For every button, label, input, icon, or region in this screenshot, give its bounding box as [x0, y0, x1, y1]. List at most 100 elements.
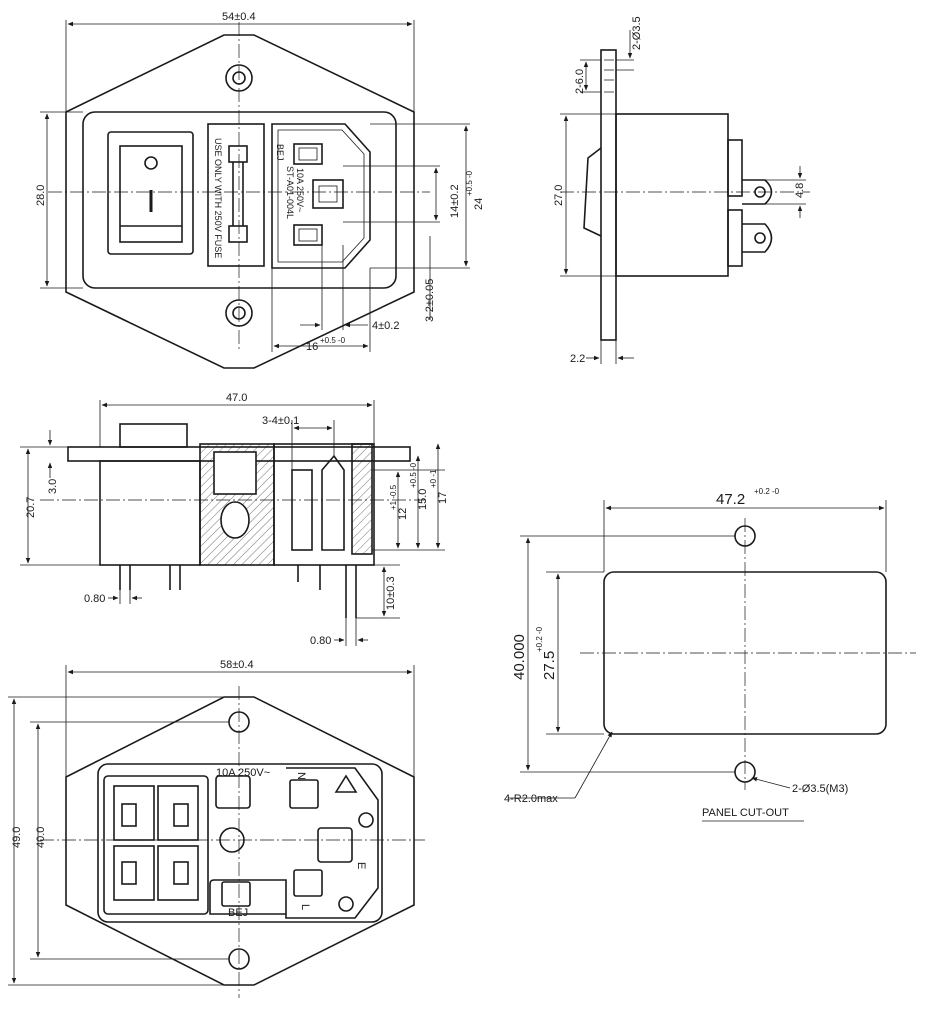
back-flange-outline	[65, 696, 415, 986]
earth-icon	[358, 812, 374, 828]
dim-side-flange-label: 2.2	[570, 353, 585, 365]
inlet-pin-earth	[312, 179, 344, 209]
back-switch-q2	[157, 785, 199, 841]
dim-section-thick-right-label: 0.80	[310, 635, 331, 647]
dim-section-h15-label: 15.0	[417, 489, 429, 510]
dim-pin-gap-label: 3-2±0.05	[424, 279, 436, 322]
side-flange	[600, 49, 617, 341]
side-view: 27.0 2-6.0 2-Ø3.5 4.8 2.2	[553, 16, 810, 365]
back-switch-block	[103, 775, 209, 915]
dim-cutout-hole-pitch-label: 40.000	[511, 634, 528, 680]
back-view: 10A 250V~ N E L BEJ 58±0.4 49.0 40.0	[8, 659, 425, 998]
fuse-cap-top	[228, 145, 248, 163]
dim-section-h12-label: 12	[397, 508, 409, 520]
dim-side-tab-label: 4.8	[794, 183, 806, 198]
dim-pin-width-label: 4±0.2	[372, 320, 399, 332]
back-cert-mark	[334, 774, 358, 793]
back-switch-t3	[121, 861, 137, 885]
inlet-part: ST-A01-004L	[285, 166, 295, 219]
side-hole-top	[604, 59, 614, 93]
dim-back-width-label: 58±0.4	[220, 659, 254, 671]
side-tab-bottom-hole	[754, 232, 766, 244]
leader-cutout-radius	[574, 731, 613, 799]
fuse-cap-bottom	[228, 225, 248, 243]
dim-cutout-radius-label: 4-R2.0max	[504, 793, 558, 805]
inlet-pin-bottom	[293, 224, 323, 246]
cutout-title: PANEL CUT-OUT	[702, 807, 789, 819]
front-flange-outline	[65, 34, 415, 369]
inlet-brand: BEJ	[275, 144, 285, 161]
back-switch-t1	[121, 803, 137, 827]
dim-inlet-width-label: 16	[306, 341, 318, 353]
dim-inlet-height-tol: +0.5 -0	[465, 170, 474, 196]
dim-cutout-width-label: 47.2	[716, 491, 745, 508]
section-pin-left	[291, 469, 313, 551]
front-view: USE ONLY WITH 250V FUSE BEJ ST-A01-004L …	[35, 11, 485, 369]
front-body	[82, 111, 397, 289]
dim-cutout-holes-label: 2-Ø3.5(M3)	[792, 783, 848, 795]
dim-front-width-label: 54±0.4	[222, 11, 256, 23]
dim-cutout-width-tol: +0.2 -0	[754, 487, 780, 496]
inlet-inner	[277, 129, 365, 263]
section-terminal-left	[119, 565, 181, 590]
back-switch-t4	[173, 861, 189, 885]
back-switch-q4	[157, 845, 199, 901]
side-body	[615, 113, 729, 277]
section-terminal-right	[297, 565, 357, 618]
dim-side-hole-pitch-label: 2-6.0	[574, 69, 586, 94]
dim-front-height-label: 28.0	[35, 185, 47, 206]
back-brand: BEJ	[228, 907, 248, 919]
dim-back-height-label: 49.0	[11, 827, 23, 848]
switch-off-mark	[144, 156, 158, 170]
dim-side-height-label: 27.0	[553, 185, 565, 206]
dim-cutout-height-tol: +0.2 -0	[535, 626, 544, 652]
dim-section-terminal-label: 10±0.3	[385, 576, 397, 610]
back-switch-q3	[113, 845, 155, 901]
fuse-text: USE ONLY WITH 250V FUSE	[213, 138, 223, 258]
dim-pin-pitch-label: 14±0.2	[449, 184, 461, 218]
inlet-rating: 10A 250V~	[295, 168, 305, 212]
section-switch-cap	[119, 423, 188, 448]
dim-section-pin-pitch-label: 3-4±0.1	[262, 415, 299, 427]
safety-mark-icon	[338, 896, 354, 912]
back-label-l: L	[299, 904, 311, 910]
dim-cutout-height-label: 27.5	[541, 651, 558, 680]
back-terminal-l	[293, 869, 323, 897]
back-label-n: N	[295, 772, 307, 780]
dim-inlet-width-tol: +0.5 -0	[320, 336, 346, 345]
section-view: 47.0 3-4±0.1 20.7 3.0 12 +1 -0.5 15.0 +0…	[20, 392, 449, 647]
dim-back-inner-height-label: 40.0	[35, 827, 47, 848]
inlet-pin-earth-inner	[318, 185, 338, 203]
back-terminal-e	[317, 827, 353, 863]
dim-section-h12-tol: +1 -0.5	[389, 484, 398, 510]
back-terminal-n	[289, 779, 319, 809]
back-body	[97, 763, 383, 923]
back-switch-q1	[113, 785, 155, 841]
dim-section-depth-label: 20.7	[25, 497, 37, 518]
section-pin-earth	[321, 454, 345, 551]
back-inlet-outline	[209, 767, 379, 919]
side-tab-bottom	[742, 223, 773, 253]
inlet-pin-top	[293, 143, 323, 165]
dim-section-length-label: 47.0	[226, 392, 247, 404]
fuse-holder	[207, 123, 265, 267]
dim-inlet-height-label: 24	[473, 198, 485, 210]
section-body-right	[273, 443, 375, 566]
panel-cutout: 47.2 +0.2 -0 40.000 27.5 +0.2 -0 4-R2.0m…	[504, 487, 916, 822]
side-rear-step-2	[727, 209, 743, 267]
dim-section-h17-label: 17	[437, 492, 449, 504]
back-fuse-terminal	[215, 775, 251, 809]
back-label-e: E	[355, 862, 367, 869]
dim-section-h15-tol: +0.5 -0	[409, 462, 418, 488]
dim-side-hole-label: 2-Ø3.5	[631, 16, 643, 50]
dim-section-flange-label: 3.0	[47, 479, 59, 494]
inlet-pin-bottom-inner	[298, 228, 318, 242]
back-terminal-fuse	[221, 881, 251, 907]
leader-cutout-holes	[751, 777, 791, 789]
section-shroud	[351, 443, 373, 555]
back-switch-t2	[173, 803, 189, 827]
inlet-pin-top-inner	[298, 147, 318, 161]
section-fuse	[220, 501, 250, 539]
section-body-left	[99, 460, 201, 566]
